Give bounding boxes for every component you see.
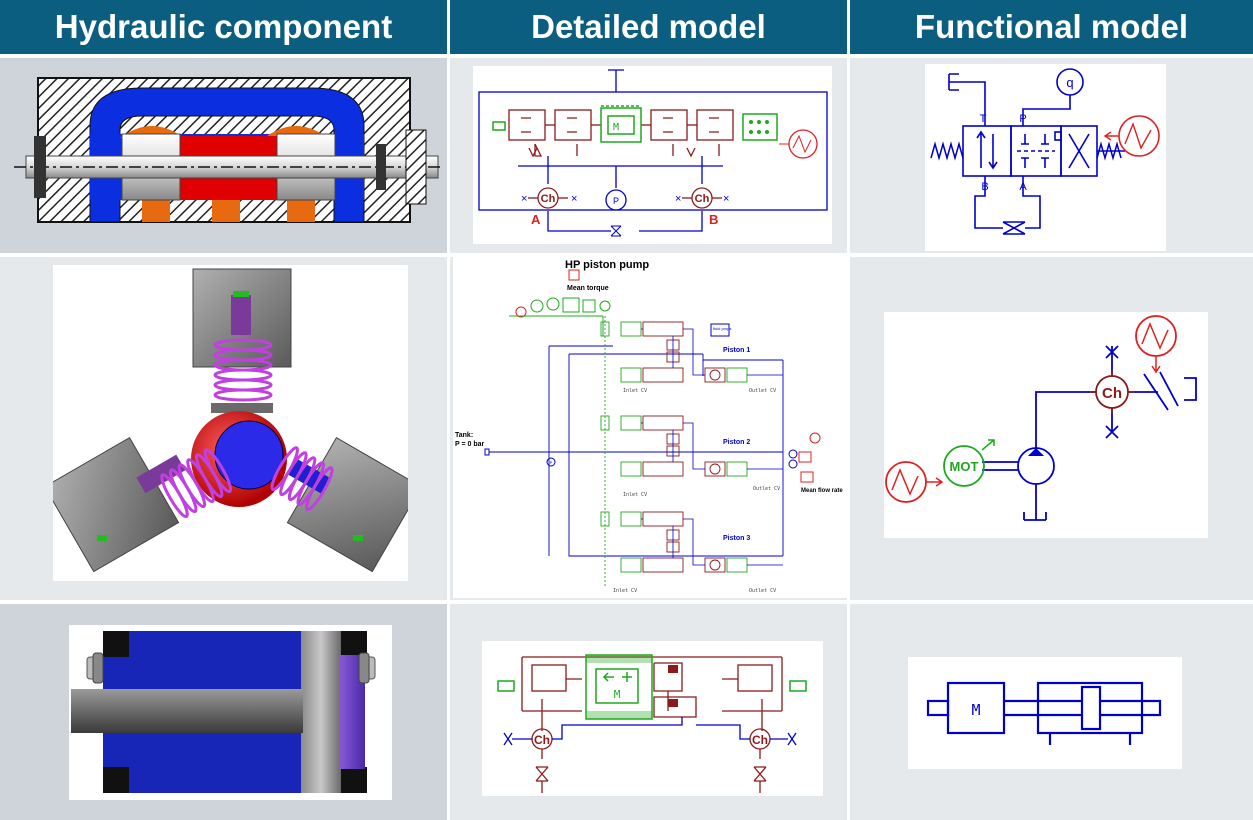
valve-functional-port-t: T — [980, 113, 987, 125]
pump-mean-torque: Mean torque — [567, 285, 609, 292]
piston-assembly-1 — [600, 321, 783, 383]
piston-3-label: Piston 3 — [723, 535, 750, 542]
valve-functional-gauge: q — [1066, 75, 1073, 90]
valve-functional-port-b: B — [981, 181, 988, 193]
pump-tank-label-1: Tank: — [455, 432, 473, 439]
inlet-cv-3: Inlet CV — [613, 588, 637, 594]
piston-assembly-3 — [600, 511, 783, 573]
valve-mass-label: M — [613, 122, 619, 133]
valve-port-b-label: B — [709, 212, 718, 227]
svg-text:×: × — [723, 193, 729, 205]
svg-text:×: × — [675, 193, 681, 205]
header-hydraulic-component: Hydraulic component — [0, 0, 447, 54]
valve-pressure-sensor: P — [613, 196, 619, 206]
valve-detailed-model-diagram: M Ch Ch P A B × — [473, 66, 832, 244]
piston-2-label: Piston 2 — [723, 439, 750, 446]
cylinder-chamber-right: Ch — [752, 733, 768, 747]
valve-chamber-a: Ch — [541, 193, 556, 205]
svg-text:×: × — [571, 193, 577, 205]
valve-functional-port-a: A — [1019, 181, 1027, 193]
cylinder-functional-model-diagram: M — [908, 657, 1182, 769]
pump-pressure-sensor: P — [550, 460, 553, 465]
inlet-cv-1: Inlet CV — [623, 388, 647, 394]
valve-functional-model-diagram: T P B A q — [925, 64, 1166, 251]
valve-functional-port-p: P — [1019, 113, 1026, 125]
outlet-cv-1: Outlet CV — [749, 388, 776, 394]
valve-chamber-b: Ch — [695, 193, 710, 205]
pump-mean-flow-rate: Mean flow rate — [801, 488, 843, 494]
pump-title: HP piston pump — [565, 259, 649, 271]
header-detailed-model: Detailed model — [450, 0, 847, 54]
outlet-cv-2: Outlet CV — [753, 486, 780, 492]
outlet-cv-3: Outlet CV — [749, 588, 776, 594]
pump-functional-model-diagram: Ch MOT — [884, 312, 1208, 538]
svg-text:×: × — [521, 193, 527, 205]
pump-fluid-props: fluid props — [713, 326, 731, 331]
piston-pump-3d-image — [53, 265, 408, 581]
cylinder-functional-mass: M — [971, 701, 980, 719]
inlet-cv-2: Inlet CV — [623, 492, 647, 498]
valve-cross-section-image — [12, 66, 440, 226]
cylinder-3d-image — [69, 625, 392, 800]
pump-detailed-model-diagram: HP piston pump Mean torque fluid props — [453, 256, 849, 598]
header-functional-model: Functional model — [850, 0, 1253, 54]
cylinder-chamber-left: Ch — [534, 733, 550, 747]
pump-tank-label-2: P = 0 bar — [455, 441, 485, 448]
pump-functional-motor: MOT — [950, 459, 979, 474]
cylinder-detailed-model-diagram: M Ch Ch — [482, 641, 823, 796]
pump-functional-chamber: Ch — [1102, 385, 1122, 402]
piston-assembly-2 — [600, 415, 783, 477]
cylinder-mass-label: M — [614, 688, 621, 701]
piston-1-label: Piston 1 — [723, 347, 750, 354]
valve-port-a-label: A — [531, 212, 541, 227]
